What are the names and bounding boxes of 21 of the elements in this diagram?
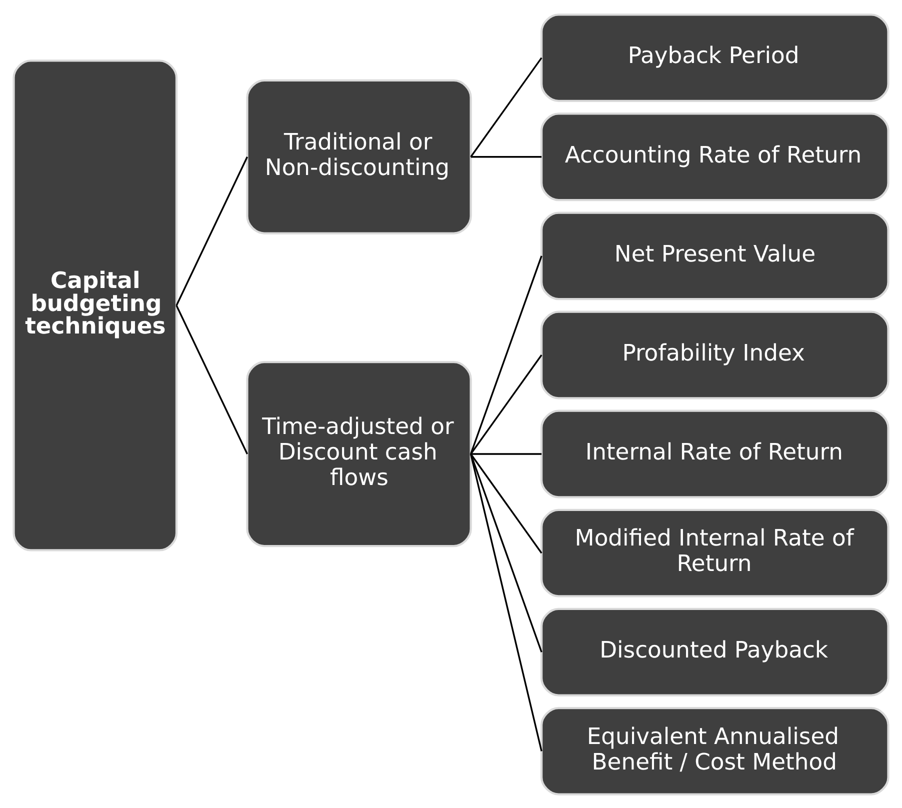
node-box: Modified Internal Rate of Return — [540, 508, 890, 597]
node-box: Internal Rate of Return — [540, 409, 890, 498]
connector — [470, 453, 542, 652]
connector — [470, 255, 542, 454]
node-box: Net Present Value — [540, 211, 890, 300]
connector — [176, 156, 248, 306]
connector — [470, 453, 542, 751]
connector — [470, 452, 542, 454]
node-box: Equivalent Annualised Benefit / Cost Method — [540, 706, 890, 795]
connector — [470, 56, 542, 157]
connector — [176, 304, 248, 454]
connector — [470, 354, 542, 454]
connector — [470, 453, 542, 554]
node-box: Discounted Payback — [540, 607, 890, 696]
connector — [470, 156, 542, 158]
node-box: Payback Period — [540, 13, 890, 102]
node-box: Traditional or Non-discounting — [246, 78, 472, 234]
node-box: Time-adjusted or Discount cash flows — [246, 360, 472, 547]
node-box: Accounting Rate of Return — [540, 112, 890, 201]
node-box: Capital budgeting techniques — [12, 59, 178, 551]
node-box: Profability Index — [540, 310, 890, 399]
